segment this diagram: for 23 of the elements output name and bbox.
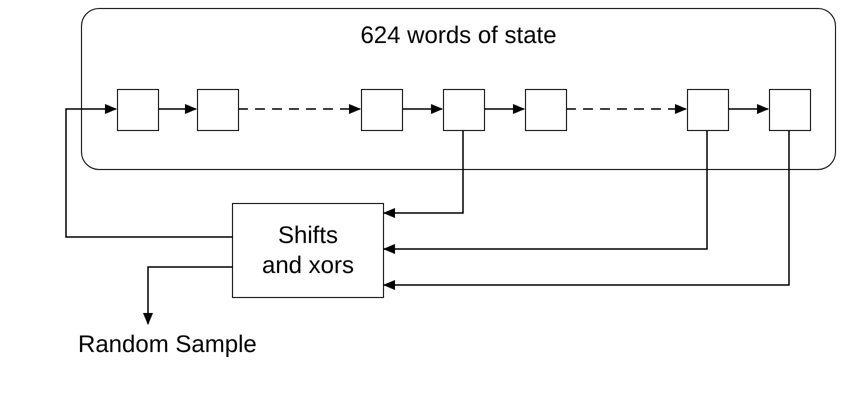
arrow — [143, 266, 232, 325]
arrow — [238, 104, 361, 114]
arrow — [402, 104, 443, 114]
process-box — [232, 203, 384, 298]
arrow — [158, 104, 197, 114]
container-title: 624 words of state — [359, 21, 558, 51]
state-word-box — [525, 89, 567, 131]
arrow — [383, 130, 790, 290]
state-word-box — [117, 89, 159, 131]
arrow — [484, 104, 525, 114]
arrow — [728, 104, 769, 114]
arrow — [383, 130, 464, 218]
arrow — [65, 104, 232, 238]
state-container — [81, 8, 836, 170]
state-word-box — [443, 89, 485, 131]
arrow — [383, 130, 708, 254]
box-label: Shifts and xors — [260, 220, 356, 280]
state-word-box — [769, 89, 811, 131]
arrow — [566, 104, 687, 114]
output-text: Random Sample — [78, 331, 257, 358]
state-word-box — [687, 89, 729, 131]
state-word-box — [361, 89, 403, 131]
state-word-box — [197, 89, 239, 131]
